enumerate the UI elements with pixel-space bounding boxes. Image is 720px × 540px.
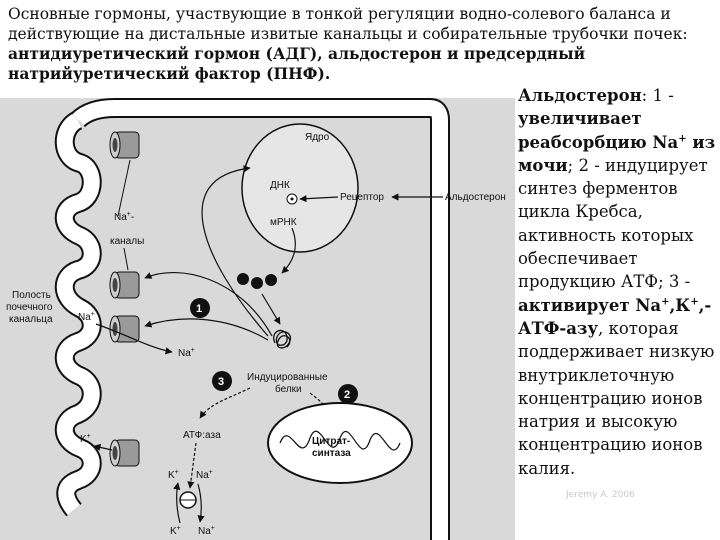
title-line: Основные гормоны, участвующие в тонкой р…: [8, 5, 688, 43]
slide-title: Основные гормоны, участвующие в тонкой р…: [8, 4, 708, 84]
na-channels-label-2: каналы: [110, 236, 144, 247]
protein-coil: [273, 329, 292, 349]
desc-part-2: ; 2 - индуцирует синтез ферментов цикла …: [518, 155, 708, 292]
svg-text:3: 3: [218, 376, 224, 388]
protein-to-mito-arrow: [309, 392, 341, 429]
svg-text:2: 2: [344, 389, 350, 401]
ribosome-to-protein-arrow: [261, 293, 281, 325]
na-k-pump: [179, 491, 197, 509]
mitochondrion: [267, 402, 413, 484]
k-bottom-label: K+: [170, 525, 181, 537]
mrna-arrow: [281, 227, 296, 274]
desc-part-3: , которая поддерживает низкую внутриклет…: [518, 318, 715, 478]
atpase-to-pump-arrow: [187, 442, 197, 489]
na-channels-label: Na+-: [114, 211, 134, 223]
nucleus-label: Ядро: [305, 132, 330, 143]
induced-proteins-label-1: Индуцированные: [247, 372, 328, 383]
title-bold-hormones: антидиуретический гормон (АДГ), альдосте…: [8, 44, 586, 83]
na-channel-pointer-2: [123, 247, 129, 271]
cell-membrane: [54, 98, 450, 540]
watermark: Jeremy A. 2006: [566, 490, 635, 500]
receptor-arrow: [299, 195, 339, 203]
protein-to-atpase-arrow: [199, 387, 251, 419]
citrate-synthase-label-2: синтаза: [312, 448, 351, 459]
protein-to-nucleus-arrow: [201, 165, 269, 337]
protein-to-channel-arrow-1: [144, 271, 273, 337]
na-pump-label: Na+: [196, 469, 213, 481]
na-lumen-label: Na+: [78, 311, 95, 323]
protein-to-channel-arrow-2: [144, 318, 269, 341]
na-bottom-label: Na+: [198, 525, 215, 537]
na-channel-top: [109, 131, 140, 159]
na-out-arrow: [197, 483, 205, 523]
na-channel-middle: [109, 271, 140, 299]
aldosterone-cell-diagram: Ядро ДНК мРНК Рецептор Альдостерон Индуц…: [6, 98, 506, 540]
citrate-synthase-label-1: Цитрат-: [312, 436, 350, 447]
svg-text:1: 1: [196, 303, 202, 315]
na-cell-label: Na+: [178, 347, 195, 359]
desc-bold-1: увеличивает реабсорбцию Na+ из мочи: [518, 109, 716, 175]
term-aldosterone: Альдостерон: [518, 86, 642, 105]
k-in-arrow: [173, 482, 181, 524]
lumen-label-2: почечного: [6, 302, 53, 313]
desc-part: : 1 -: [641, 86, 674, 105]
receptor-label: Рецептор: [340, 192, 384, 203]
step-2-badge: 2: [338, 384, 358, 404]
lumen-label-1: Полость: [12, 290, 51, 301]
na-channel-lower: [109, 315, 140, 343]
induced-proteins-label-2: белки: [275, 383, 302, 395]
aldosterone-description: Альдостерон: 1 - увеличивает реабсорбцию…: [518, 84, 716, 480]
k-lumen-label: K+: [80, 433, 91, 445]
dna-dot: [290, 197, 294, 201]
k-channel: [109, 439, 140, 467]
aldosterone-label: Альдостерон: [445, 192, 506, 203]
k-efflux-arrow: [93, 443, 113, 451]
desc-bold-2: активирует Na+,К+,-АТФ-азу: [518, 295, 712, 338]
na-channel-pointer-1: [117, 159, 131, 217]
na-influx-arrow: [95, 323, 173, 355]
k-pump-label: K+: [168, 469, 179, 481]
atpase-label: АТФ:аза: [183, 430, 221, 441]
ribosomes: [237, 273, 277, 289]
step-1-badge: 1: [190, 298, 210, 318]
nucleus: [241, 123, 359, 253]
lumen-label-3: канальца: [9, 314, 53, 325]
step-3-badge: 3: [212, 371, 232, 391]
dna-label: ДНК: [270, 180, 290, 191]
mrna-label: мРНК: [270, 217, 297, 228]
